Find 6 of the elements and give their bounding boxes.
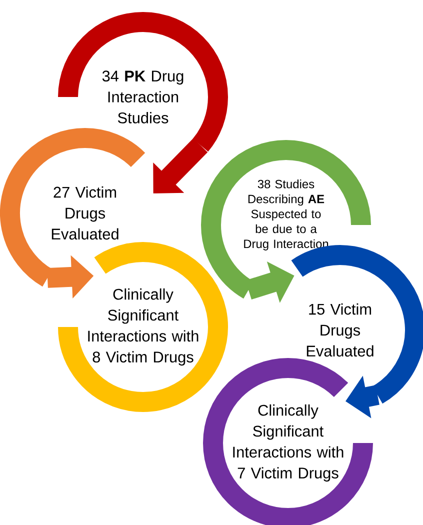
circular-step: 34 PK Drug Interaction Studies	[58, 12, 228, 152]
circular-step: Clinically Significant Interactions with 8 Victim Drugs	[58, 242, 228, 412]
arrow	[153, 138, 208, 194]
circular-step: 38 Studies Describing AE Suspected to be due to a Drug Interaction	[201, 140, 371, 298]
circular-step: Clinically Significant Interactions with 7 Victim Drugs	[203, 358, 373, 525]
circular-step: 27 Victim Drugs Evaluated	[0, 128, 145, 286]
